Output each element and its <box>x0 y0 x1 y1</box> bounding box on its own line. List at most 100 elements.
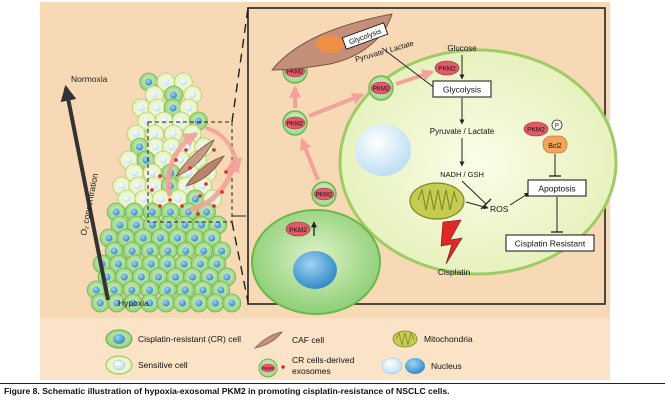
nucleus <box>162 299 170 307</box>
legend-background <box>40 318 610 380</box>
nucleus <box>169 104 177 112</box>
nucleus <box>143 117 151 125</box>
nucleus <box>128 286 136 294</box>
exosome-dot <box>224 170 228 174</box>
exosome-dot <box>188 166 192 170</box>
transfer-arrow-into-cell <box>395 69 435 86</box>
nucleus <box>197 221 205 229</box>
legend-nucleus-label: Nucleus <box>431 361 462 371</box>
nucleus <box>132 221 140 229</box>
glycolysis-box <box>432 80 492 98</box>
ros-label: ROS <box>490 204 509 214</box>
nucleus <box>118 182 126 190</box>
pkm2-label-exosome-1: PKM2 <box>316 193 333 199</box>
exosome-dot <box>184 148 188 152</box>
exosome-dot <box>150 188 154 192</box>
exosome-dot <box>180 204 184 208</box>
nucleus <box>134 182 142 190</box>
legend-sensitive-cell: Sensitive cell <box>105 355 188 375</box>
nucleus <box>130 169 138 177</box>
cluster-arrow-3 <box>205 126 243 171</box>
nucleus <box>169 91 178 99</box>
nucleus <box>202 208 211 216</box>
nucleus <box>223 273 231 281</box>
sensitive-cell-large <box>338 48 618 276</box>
nucleus <box>150 91 158 99</box>
exosome-dot <box>204 182 208 186</box>
cluster-arrow-1 <box>166 131 199 197</box>
nadh-gsh-label: NADH / GSH <box>440 170 484 179</box>
exosome-dot <box>196 212 200 216</box>
nucleus <box>110 286 118 294</box>
nucleus <box>116 221 124 229</box>
nucleus <box>160 117 168 125</box>
nucleus <box>113 299 121 307</box>
legend-exosomes-label-2: exosomes <box>292 366 331 376</box>
nucleus <box>164 260 172 268</box>
ros-to-apoptosis-arrow <box>509 192 530 206</box>
legend-exosomes: PKM2 CR cells-derived exosomes <box>258 355 355 378</box>
nucleus <box>137 273 145 281</box>
nucleus <box>112 208 120 216</box>
nucleus <box>92 286 100 294</box>
mito-to-ros-arrow <box>465 201 489 210</box>
nucleus <box>166 208 174 216</box>
nucleus <box>191 234 199 242</box>
figure-caption: Figure 8. Schematic illustration of hypo… <box>4 386 450 396</box>
nucleus <box>123 195 131 203</box>
nucleus <box>165 221 173 229</box>
nucleus <box>195 299 203 307</box>
nucleus <box>105 234 113 242</box>
nucleus <box>208 234 216 242</box>
nucleus <box>199 286 207 294</box>
nucleus <box>164 247 172 255</box>
nucleus <box>142 156 150 164</box>
pkm2-label-cr-cell: PKM2 <box>289 227 307 234</box>
apoptosis-box <box>527 179 587 197</box>
nucleus <box>140 195 148 203</box>
nucleus <box>153 104 161 112</box>
legend-mitochondria: Mitochondria <box>392 330 473 348</box>
legend-caf-cell-label: CAF cell <box>292 335 324 345</box>
pkm2-label-cell: PKM2 <box>438 66 456 73</box>
nucleus <box>180 260 188 268</box>
nucleus <box>162 78 170 86</box>
nucleus <box>132 130 140 138</box>
nucleus <box>154 273 162 281</box>
nucleus <box>151 130 159 138</box>
nucleus <box>189 273 197 281</box>
nucleus <box>168 143 176 151</box>
pkm2-badge-cr-cell: PKM2 <box>285 221 311 237</box>
cisplatin-resistant-label: Cisplatin Resistant <box>515 239 586 249</box>
exosome-dot <box>174 158 178 162</box>
nucleus <box>146 286 154 294</box>
glucose-label: Glucose <box>447 44 477 53</box>
exosome-dot <box>212 148 216 152</box>
legend-caf-cell: CAF cell <box>254 331 324 349</box>
nucleus <box>125 156 133 164</box>
nucleus <box>228 299 236 307</box>
caf-cell-cluster-2 <box>185 155 225 187</box>
nucleus <box>182 247 190 255</box>
nucleus <box>114 260 123 268</box>
pkm2-badge-bcl2: PKM2 <box>523 121 549 137</box>
nucleus <box>185 104 193 112</box>
caption-rule <box>0 383 665 384</box>
transfer-arrow-up-1 <box>299 137 320 181</box>
caf-nucleus <box>316 35 344 53</box>
legend-cr-cell-label: Cisplatin-resistant (CR) cell <box>138 334 241 344</box>
exosome-dot <box>168 198 172 202</box>
nucleus <box>206 273 214 281</box>
nucleus <box>148 169 156 177</box>
legend-exosomes-label-1: CR cells-derived <box>292 355 355 365</box>
nucleus <box>152 143 160 151</box>
nucleus <box>148 208 156 216</box>
nucleus <box>181 221 189 229</box>
nucleus <box>169 130 177 138</box>
nucleus <box>131 260 139 268</box>
exosome-dot <box>212 204 216 208</box>
nucleus <box>176 156 184 164</box>
nucleus <box>179 78 187 86</box>
nucleus <box>145 78 153 86</box>
exosome-middle: PKM2 <box>282 110 308 136</box>
